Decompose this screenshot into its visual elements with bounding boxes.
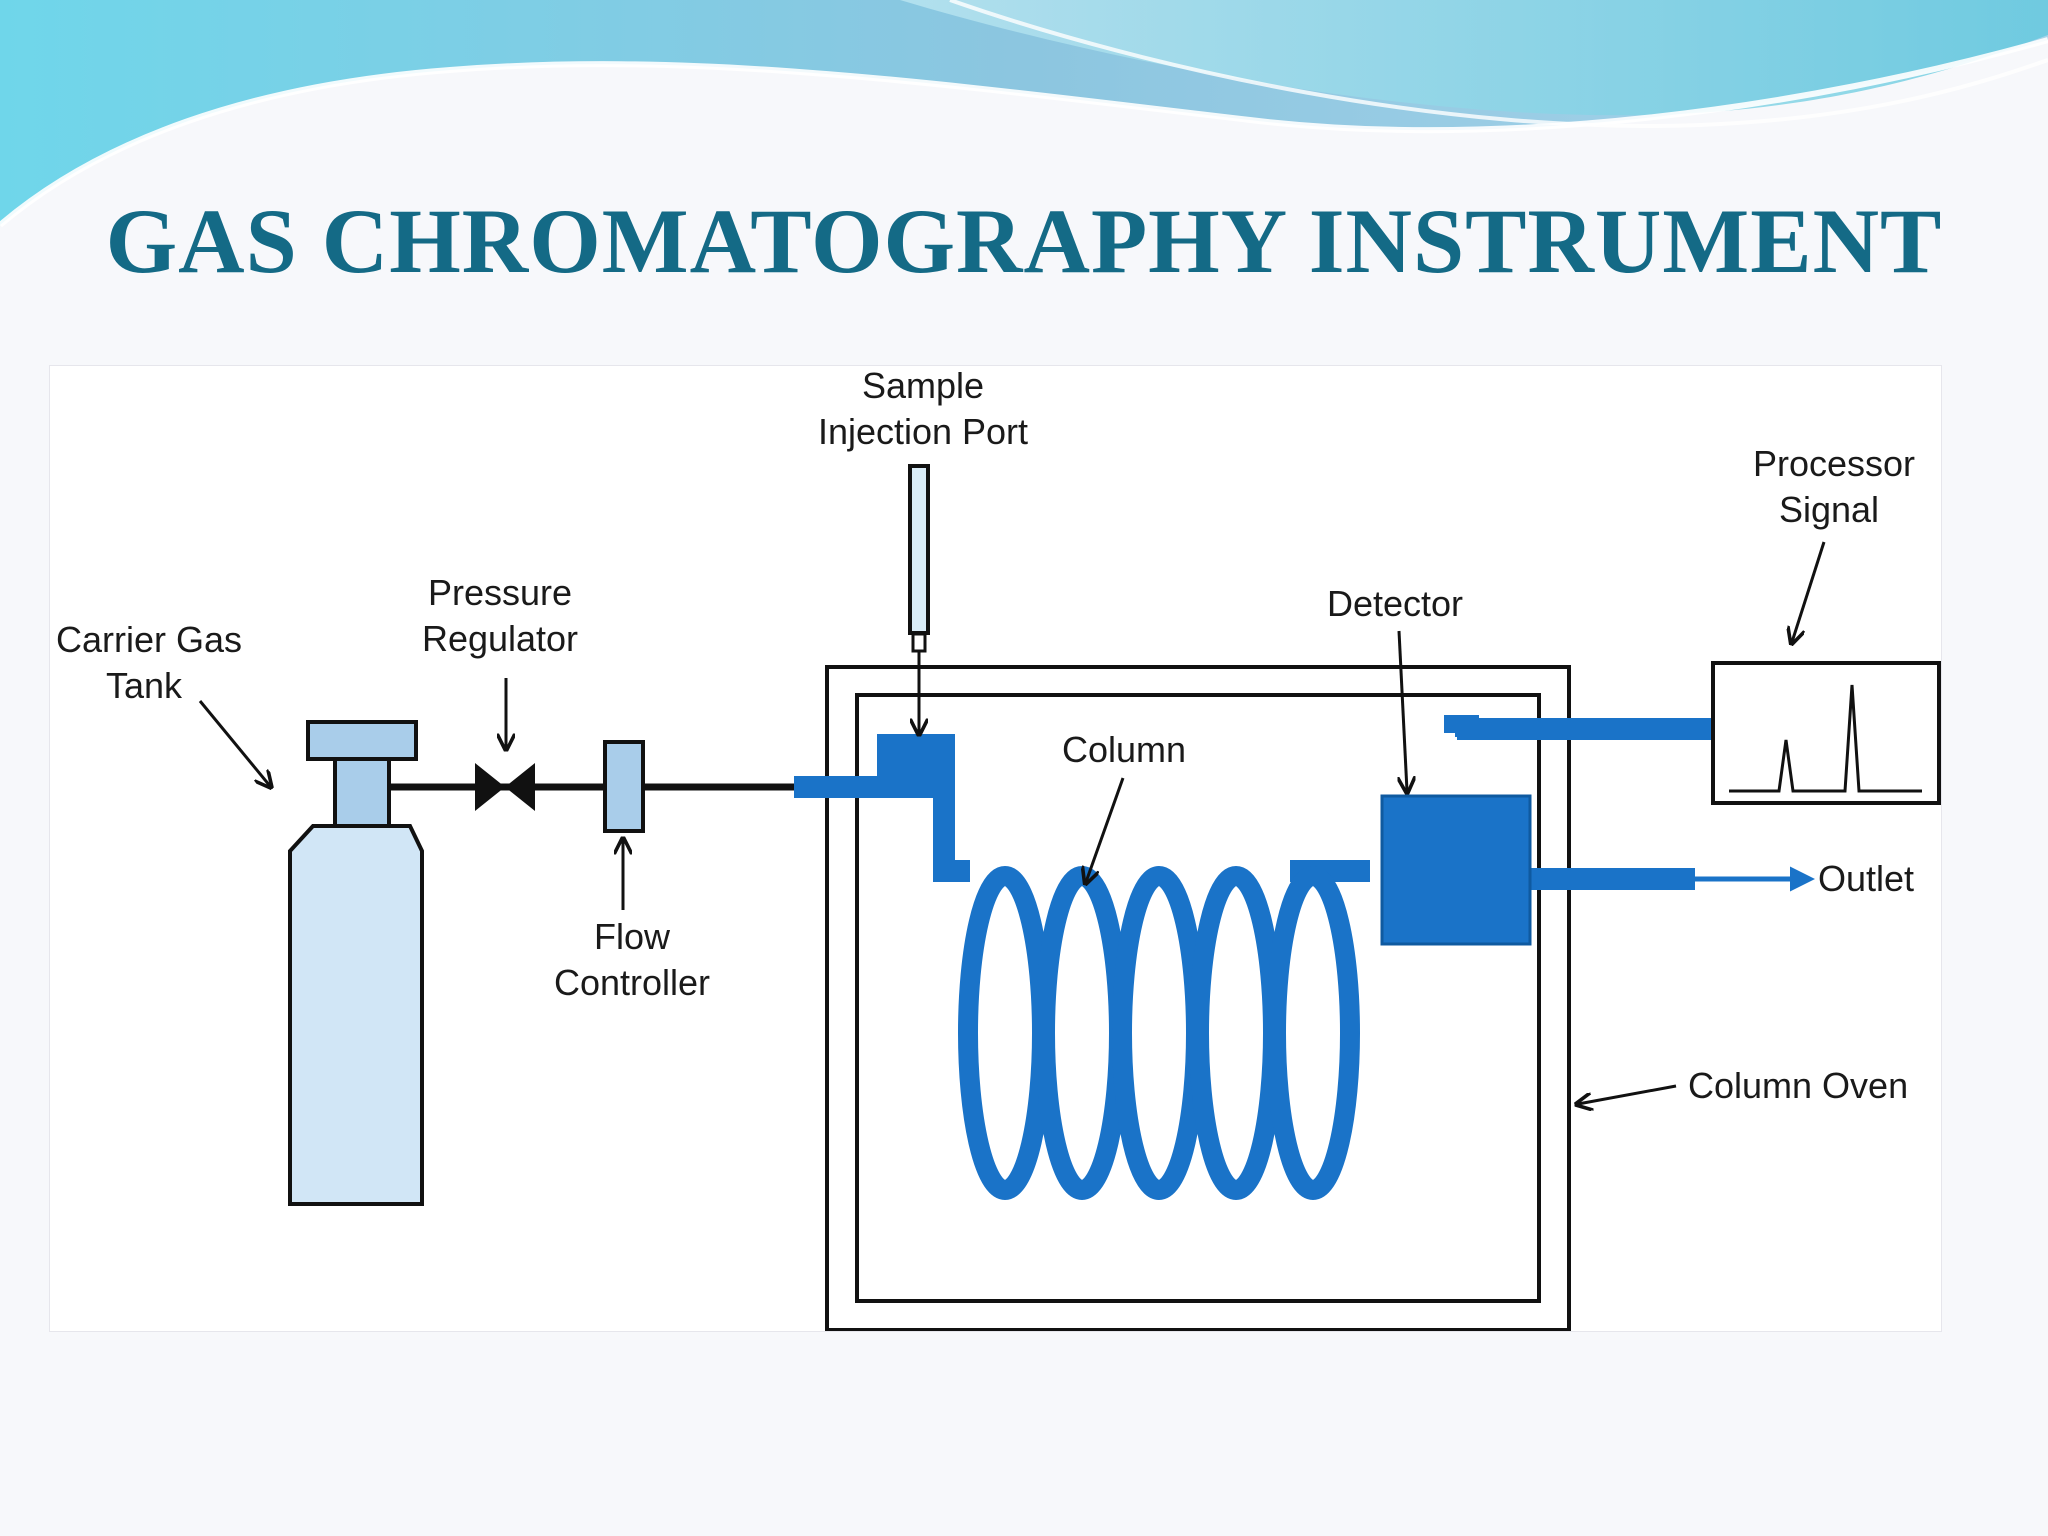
svg-text:Tank: Tank xyxy=(106,665,183,706)
flow-controller-label: Flow Controller xyxy=(554,916,710,1003)
svg-text:Injection Port: Injection Port xyxy=(818,411,1028,452)
svg-text:Processor: Processor xyxy=(1753,443,1915,484)
pressure-regulator-valve xyxy=(475,763,535,811)
label-pointer-arrows xyxy=(198,541,1826,1104)
column-label: Column xyxy=(1062,729,1186,770)
carrier-gas-tank xyxy=(288,720,424,1206)
svg-text:Controller: Controller xyxy=(554,962,710,1003)
svg-text:Signal: Signal xyxy=(1779,489,1879,530)
column-oven xyxy=(825,665,1571,1331)
svg-text:Flow: Flow xyxy=(594,916,671,957)
column-oven-label: Column Oven xyxy=(1688,1065,1908,1106)
slide-title: GAS CHROMATOGRAPHY INSTRUMENT xyxy=(105,190,1943,292)
pressure-regulator-label: Pressure Regulator xyxy=(422,572,578,659)
processor-signal-label: Processor Signal xyxy=(1753,443,1915,530)
svg-text:Sample: Sample xyxy=(862,366,984,406)
detector-label: Detector xyxy=(1327,583,1463,624)
processor-signal-display xyxy=(1711,661,1941,805)
column-coil xyxy=(958,866,1360,1200)
sample-injection-port-label: Sample Injection Port xyxy=(818,366,1028,452)
gc-instrument-diagram: Carrier Gas Tank Pressure Regulator Flow… xyxy=(49,365,1942,1332)
detector xyxy=(1380,794,1532,946)
flow-controller xyxy=(603,740,645,833)
sample-injection-needle xyxy=(908,464,930,653)
svg-text:Regulator: Regulator xyxy=(422,618,578,659)
svg-text:Carrier Gas: Carrier Gas xyxy=(56,619,242,660)
outlet-label: Outlet xyxy=(1818,858,1914,899)
injection-port-block xyxy=(877,734,955,793)
svg-text:Pressure: Pressure xyxy=(428,572,572,613)
carrier-gas-tank-label: Carrier Gas Tank xyxy=(56,619,242,706)
